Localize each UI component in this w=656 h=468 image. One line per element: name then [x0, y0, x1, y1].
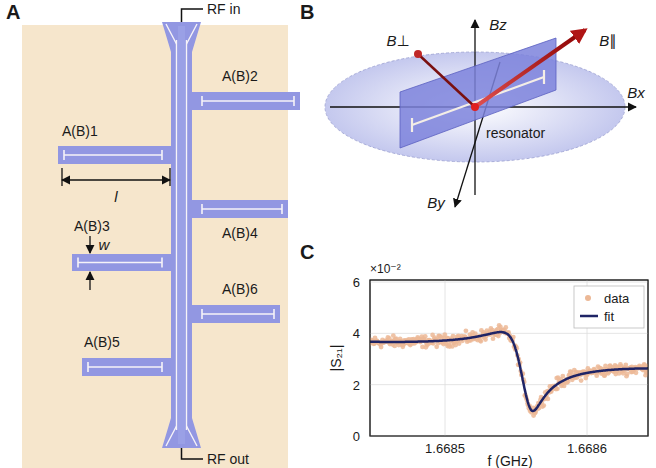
legend-line — [580, 315, 598, 318]
resonator — [72, 254, 172, 271]
resonator-line — [202, 96, 294, 106]
panel-letter: A — [6, 2, 20, 22]
port-label: RF in — [207, 2, 240, 16]
field-label: B∥ — [599, 33, 617, 48]
grid-line — [445, 280, 446, 436]
tick-label: 4 — [353, 327, 360, 340]
resonator-label: A(B)1 — [62, 124, 98, 138]
axis-label: Bz — [489, 17, 507, 32]
resonator — [58, 146, 172, 164]
fit-line — [370, 332, 648, 411]
data-point — [478, 338, 483, 343]
legend-text: data — [604, 292, 629, 305]
data-point — [541, 403, 546, 408]
resonator-label: A(B)3 — [74, 219, 110, 233]
tick-label: 1.6685 — [425, 442, 465, 455]
tick-label: 2 — [353, 378, 360, 391]
resonator — [82, 358, 172, 376]
data-point — [379, 345, 384, 350]
data-point — [451, 334, 456, 339]
resonator-line — [78, 258, 162, 268]
resonator-line — [202, 309, 274, 319]
legend-marker — [585, 295, 591, 301]
data-point — [491, 336, 496, 341]
data-point — [560, 374, 565, 379]
resonator-label: A(B)4 — [222, 226, 258, 240]
data-point — [478, 339, 483, 344]
resonator-line — [202, 204, 282, 214]
tick-label: 0 — [353, 430, 360, 443]
tick-label: 6 — [353, 276, 360, 289]
tick-label: 1.6686 — [567, 442, 607, 455]
resonator-line — [88, 362, 162, 372]
plot — [365, 280, 654, 436]
legend-text: fit — [604, 310, 614, 323]
resonator — [192, 305, 280, 323]
resonator — [192, 200, 288, 218]
axis-label: By — [427, 195, 445, 210]
grid-line — [370, 384, 648, 385]
dimension-label: l — [114, 189, 117, 204]
data-point — [579, 378, 584, 383]
resonator-label: A(B)5 — [84, 335, 120, 349]
data-point — [634, 370, 639, 375]
data-point — [464, 328, 469, 333]
data-point — [546, 397, 551, 402]
data-point — [503, 325, 508, 330]
field-geometry — [325, 20, 636, 207]
port-label: RF out — [207, 452, 249, 466]
grid-line — [370, 282, 648, 283]
dimension-label: w — [99, 237, 110, 252]
resonator-line — [64, 150, 162, 160]
data-point — [555, 386, 560, 391]
axis-label: Bx — [627, 85, 645, 100]
panel-letter: C — [300, 242, 314, 262]
resonator-label: A(B)2 — [222, 69, 258, 83]
chip — [22, 9, 300, 468]
field-label: B⊥ — [386, 33, 409, 48]
resonator — [192, 92, 300, 110]
axis-title: |S₂₁| — [329, 345, 343, 372]
axis-exponent: ×10⁻² — [370, 263, 401, 275]
panel-letter: B — [300, 2, 314, 22]
axis-title: f (GHz) — [487, 454, 532, 468]
resonator-label: resonator — [486, 126, 545, 140]
resonator-label: A(B)6 — [222, 282, 258, 296]
